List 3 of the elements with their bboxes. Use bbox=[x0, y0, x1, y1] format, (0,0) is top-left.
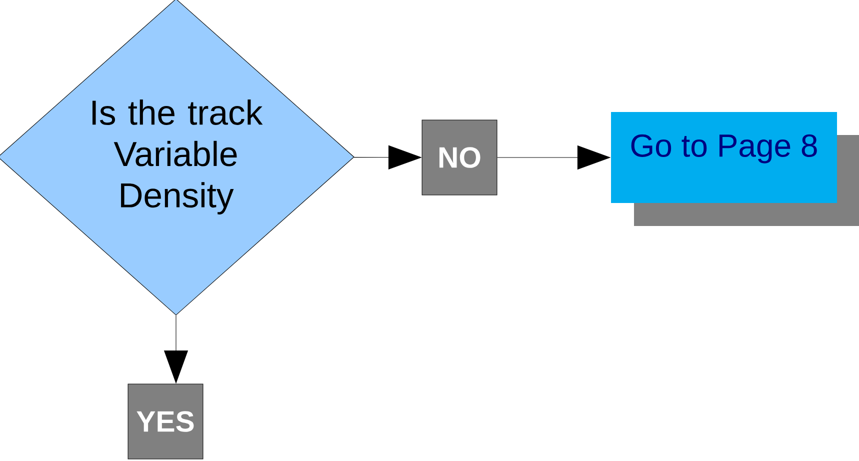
answer-box: YES bbox=[128, 384, 204, 460]
process-box: Go to Page 8 bbox=[611, 112, 859, 226]
answer-box: NO bbox=[422, 120, 498, 196]
